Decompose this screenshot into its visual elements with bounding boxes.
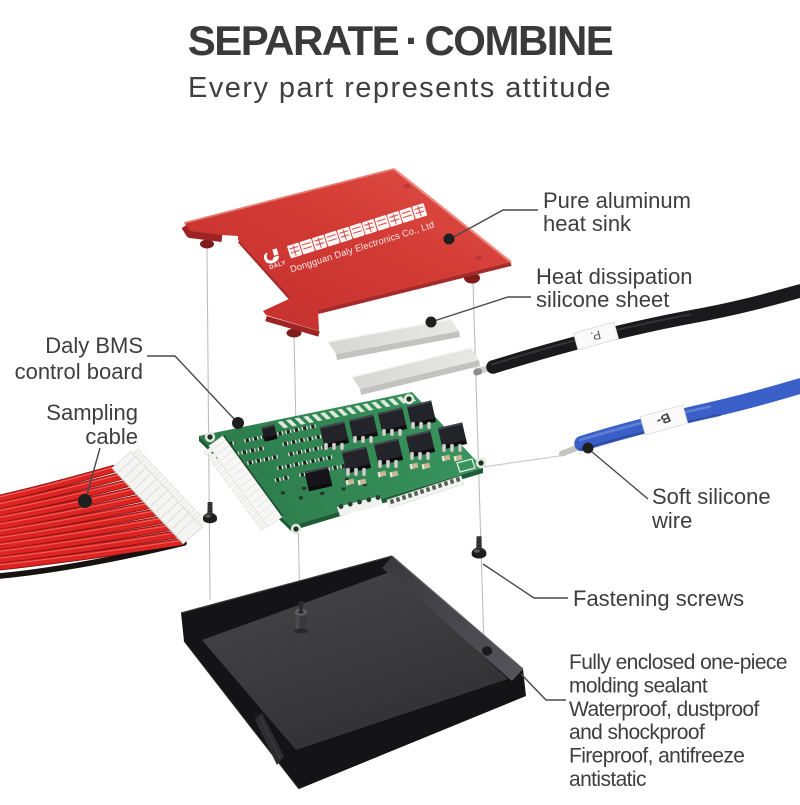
svg-text:Fully enclosed one-piece: Fully enclosed one-piece bbox=[569, 651, 787, 674]
svg-text:Pure aluminum: Pure aluminum bbox=[543, 188, 691, 213]
svg-text:silicone sheet: silicone sheet bbox=[536, 287, 669, 312]
svg-text:Heat dissipation: Heat dissipation bbox=[536, 264, 693, 289]
svg-text:Every part represents attitude: Every part represents attitude bbox=[188, 72, 612, 104]
svg-text:B-: B- bbox=[655, 410, 674, 429]
svg-text:and shockproof: and shockproof bbox=[569, 721, 705, 744]
svg-text:molding sealant: molding sealant bbox=[569, 674, 708, 697]
svg-text:SEPARATE · COMBINE: SEPARATE · COMBINE bbox=[188, 17, 613, 64]
svg-text:heat sink: heat sink bbox=[543, 211, 632, 236]
svg-text:Soft silicone: Soft silicone bbox=[652, 484, 771, 509]
svg-text:antistatic: antistatic bbox=[569, 768, 646, 791]
svg-text:Waterproof, dustproof: Waterproof, dustproof bbox=[569, 698, 759, 721]
svg-text:Fastening screws: Fastening screws bbox=[573, 586, 744, 611]
svg-text:control board: control board bbox=[15, 359, 143, 384]
svg-text:Sampling: Sampling bbox=[46, 400, 138, 425]
svg-text:DALY: DALY bbox=[269, 260, 287, 271]
svg-text:Daly BMS: Daly BMS bbox=[45, 333, 143, 358]
svg-text:Fireproof, antifreeze: Fireproof, antifreeze bbox=[569, 745, 744, 768]
svg-text:P.: P. bbox=[589, 327, 602, 343]
svg-text:wire: wire bbox=[651, 508, 692, 533]
svg-text:cable: cable bbox=[85, 424, 138, 449]
